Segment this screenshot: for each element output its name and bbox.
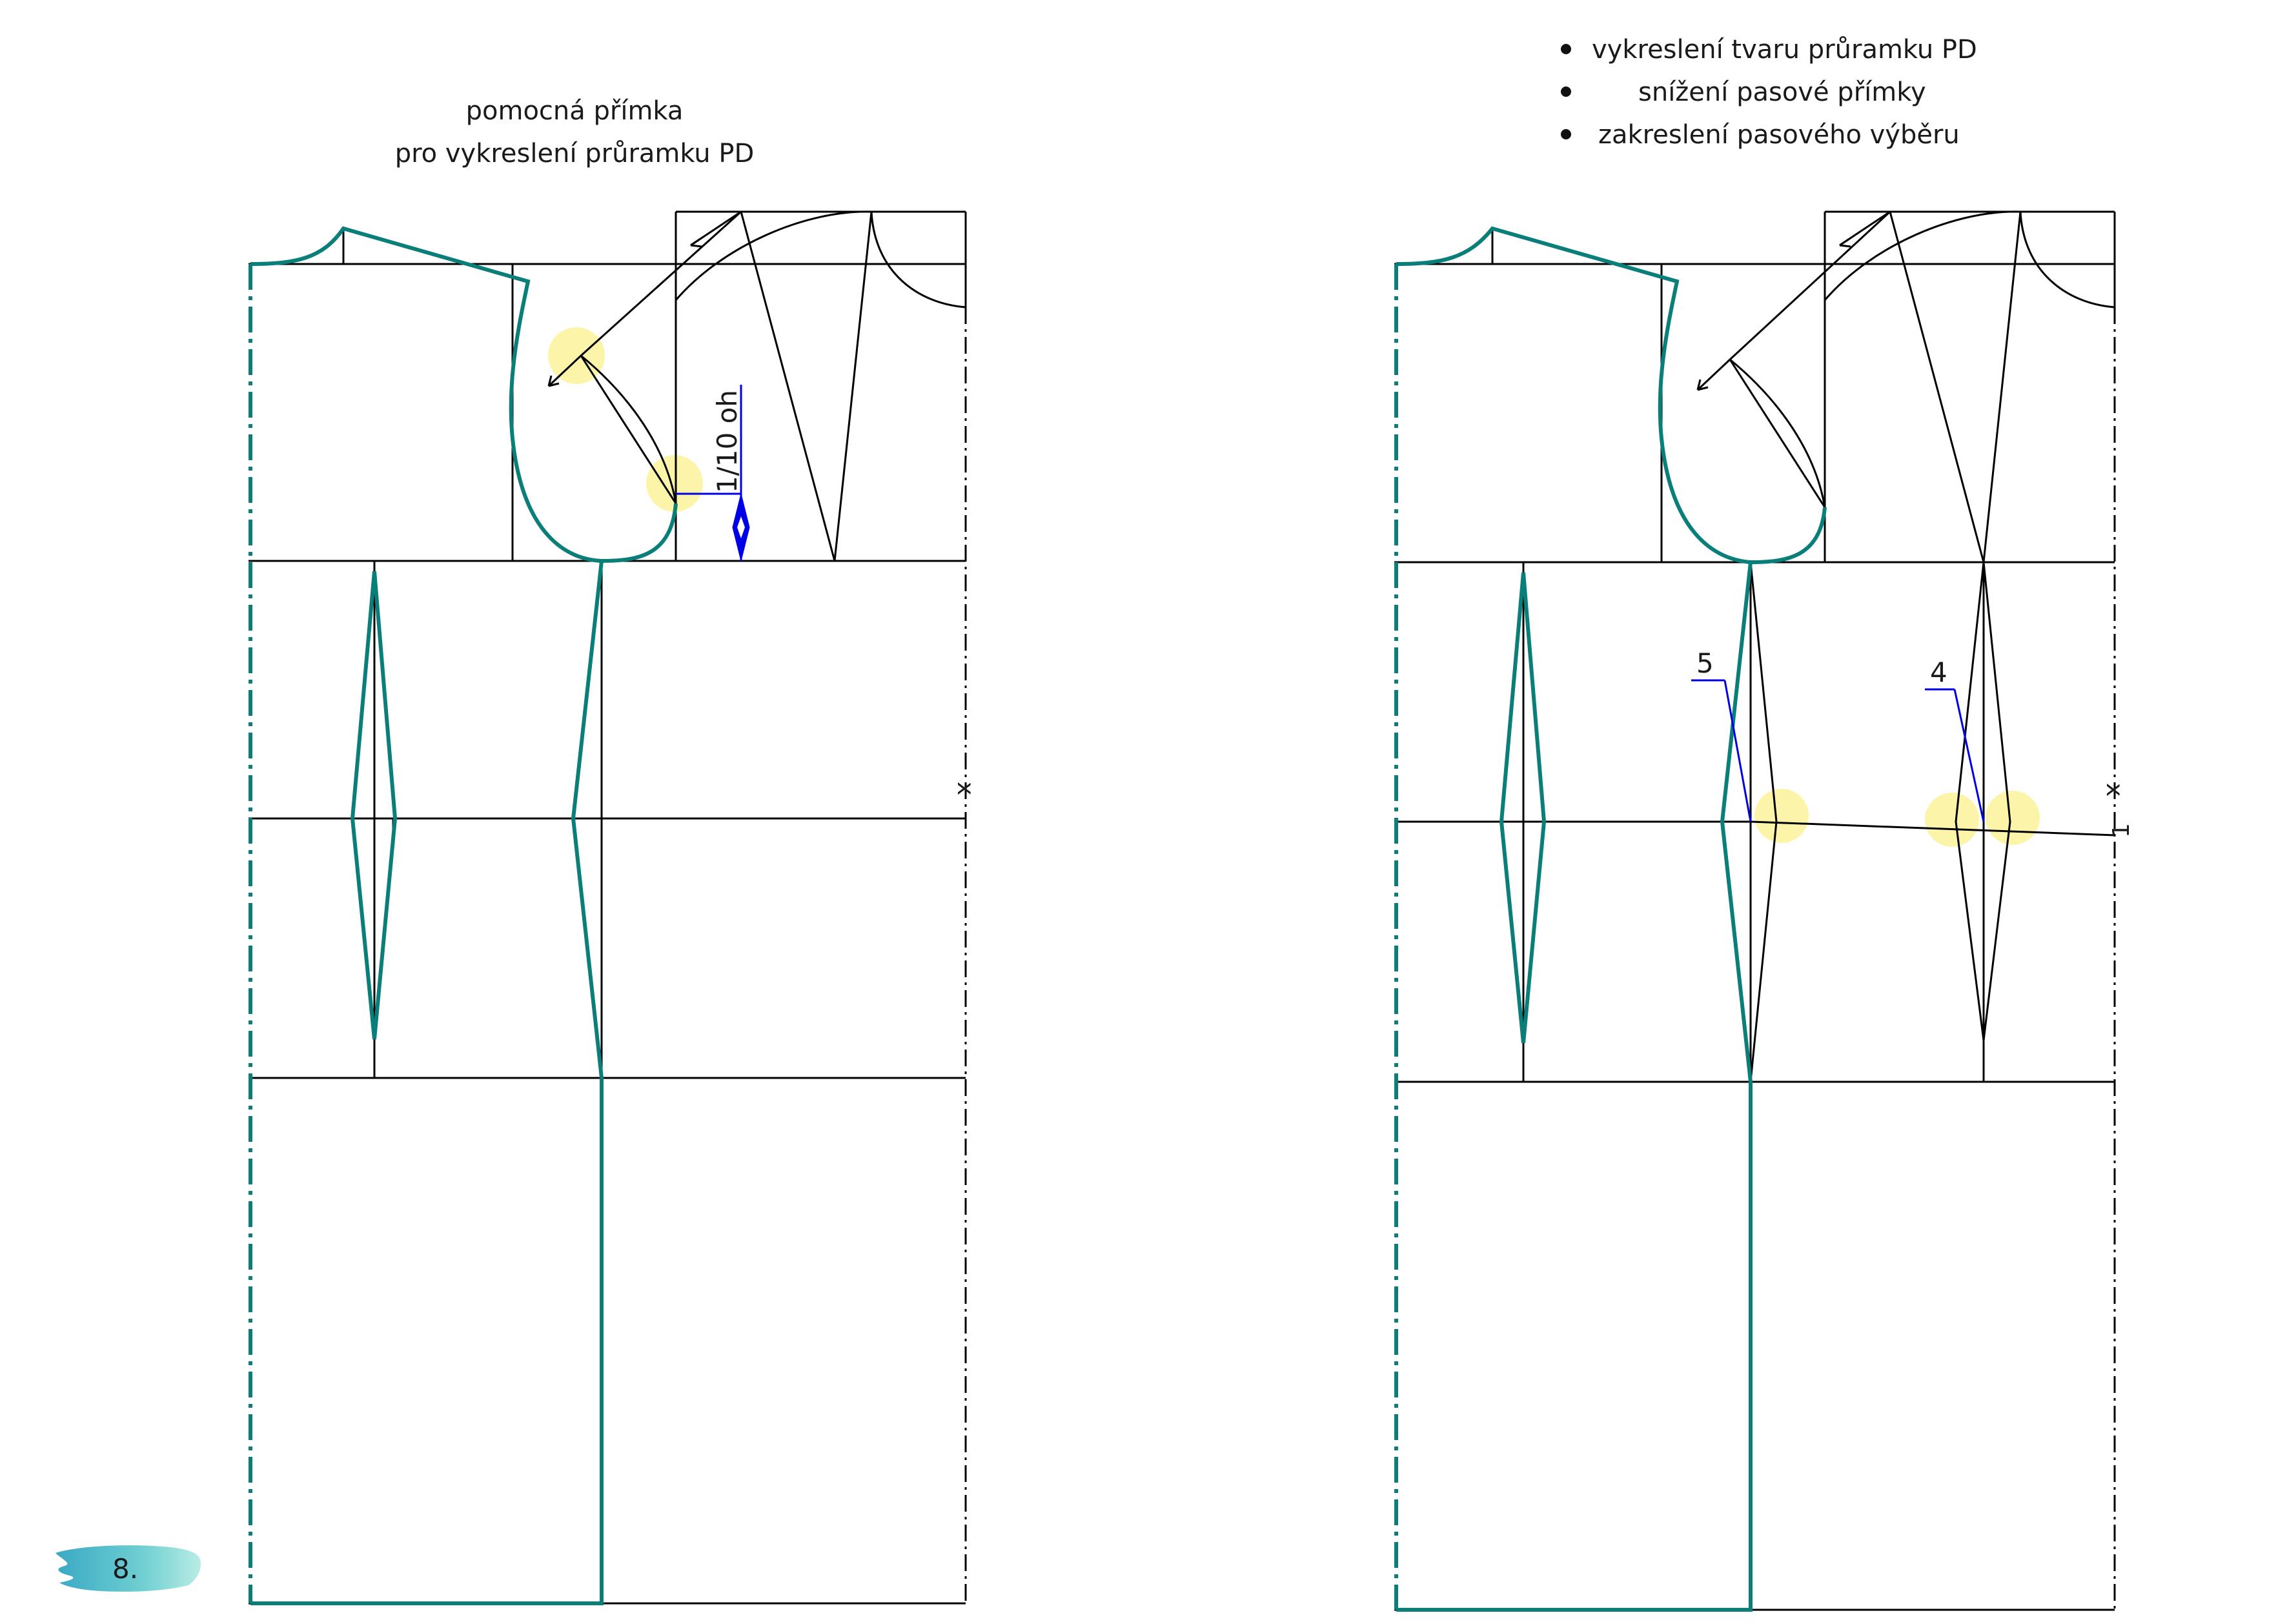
highlight-armhole-lower [646, 455, 703, 512]
caption-line-1: pomocná přímka [465, 96, 684, 126]
pattern-outline-right [1394, 226, 1827, 1612]
highlight-side-waist [1754, 789, 1809, 843]
brush-stroke-icon [56, 1545, 201, 1592]
page-number: 8. [112, 1553, 139, 1585]
step-text: snížení pasové přímky [1638, 77, 1926, 107]
bullet-icon [1561, 44, 1571, 54]
construction-lines [249, 210, 967, 1605]
label-waist-drop-1: 1 [2108, 823, 2135, 838]
construction-lines-right [1394, 210, 2116, 1611]
caption-line-2: pro vykreslení průramku PD [394, 139, 755, 168]
pattern-outline [249, 226, 678, 1605]
bullet-icon [1561, 86, 1571, 97]
page-number-badge: 8. [53, 1540, 203, 1594]
annotation-1-10-oh: 1/10 oh [711, 390, 743, 493]
mark-x-left: x [952, 782, 979, 795]
right-pattern: 5 4 x 1 [1394, 210, 2135, 1612]
left-pattern: 1/10 oh x [249, 210, 979, 1605]
measurement-1-10-oh [676, 385, 750, 561]
highlight-dart-left [1925, 793, 1979, 847]
highlight-armhole-point [548, 327, 605, 384]
bullet-icon [1561, 129, 1571, 139]
label-dart-5: 5 [1696, 647, 1714, 679]
step-text: vykreslení tvaru průramku PD [1592, 35, 1977, 65]
step-text: zakreslení pasového výběru [1598, 120, 1960, 150]
dart-leaders [1691, 679, 1985, 822]
highlight-dart-right [1986, 791, 2040, 845]
label-dart-4: 4 [1930, 656, 1947, 688]
mark-x-right: x [2101, 783, 2128, 797]
